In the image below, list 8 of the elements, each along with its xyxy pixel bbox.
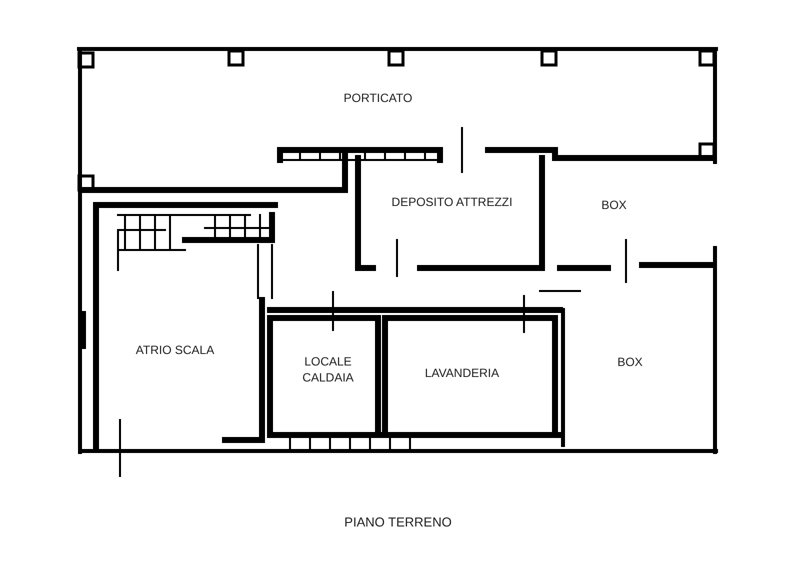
room-label: BOX bbox=[617, 354, 643, 370]
room-label: ATRIO SCALA bbox=[136, 342, 214, 358]
caption: PIANO TERRENO bbox=[344, 514, 452, 530]
room-label: DEPOSITO ATTREZZI bbox=[392, 194, 512, 210]
room-label: PORTICATO bbox=[344, 90, 412, 106]
room-label: LOCALE CALDAIA bbox=[301, 354, 355, 386]
room-label: LAVANDERIA bbox=[424, 365, 500, 381]
room-label: BOX bbox=[601, 197, 627, 213]
